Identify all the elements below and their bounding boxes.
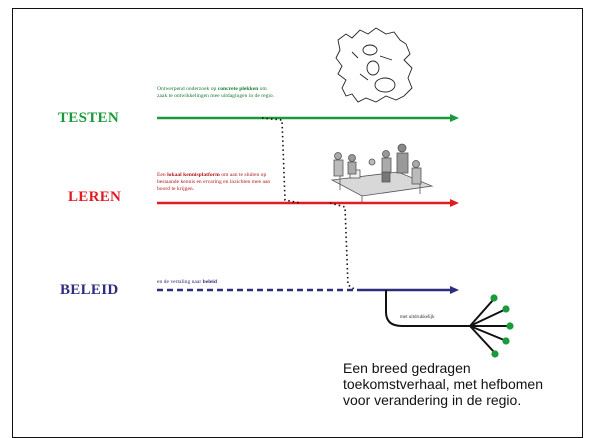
outcome-dots [490, 294, 514, 358]
lane-label-leren: LEREN [68, 189, 122, 205]
lane-note-testen: Ontwerpend onderzoek op concrete plekken… [157, 86, 275, 99]
lane-label-beleid: BELEID [60, 282, 119, 298]
testen-arrow [157, 114, 459, 122]
outcome-dot [506, 322, 514, 330]
outcome-dot [502, 337, 510, 345]
outcome-dot [502, 305, 510, 313]
outcome-line: voor verandering in de regio. [343, 392, 522, 408]
diagram-canvas [157, 27, 514, 358]
outcome-dot [490, 294, 498, 302]
outcome-text: Een breed gedragen toekomstverhaal, met … [343, 360, 573, 408]
branch-label: met uitdrukkelijk [400, 315, 435, 320]
diagram-frame [12, 8, 583, 438]
outcome-line: toekomstverhaal, met hefbomen [343, 376, 543, 392]
beleid-arrow [157, 286, 459, 294]
lane-label-testen: TESTEN [58, 110, 119, 126]
lane-note-leren: Een lokaal kennisplatform om aan te slui… [157, 172, 271, 192]
outcome-line: Een breed gedragen [343, 360, 471, 376]
region-map-icon [335, 27, 413, 103]
outcome-dot [491, 350, 499, 358]
outcome-branch [385, 290, 508, 353]
lane-note-beleid: en de vertaling naar beleid [157, 279, 217, 285]
leren-arrow [157, 199, 459, 207]
people-meeting-icon [330, 143, 434, 202]
dotted-connector [261, 117, 357, 291]
